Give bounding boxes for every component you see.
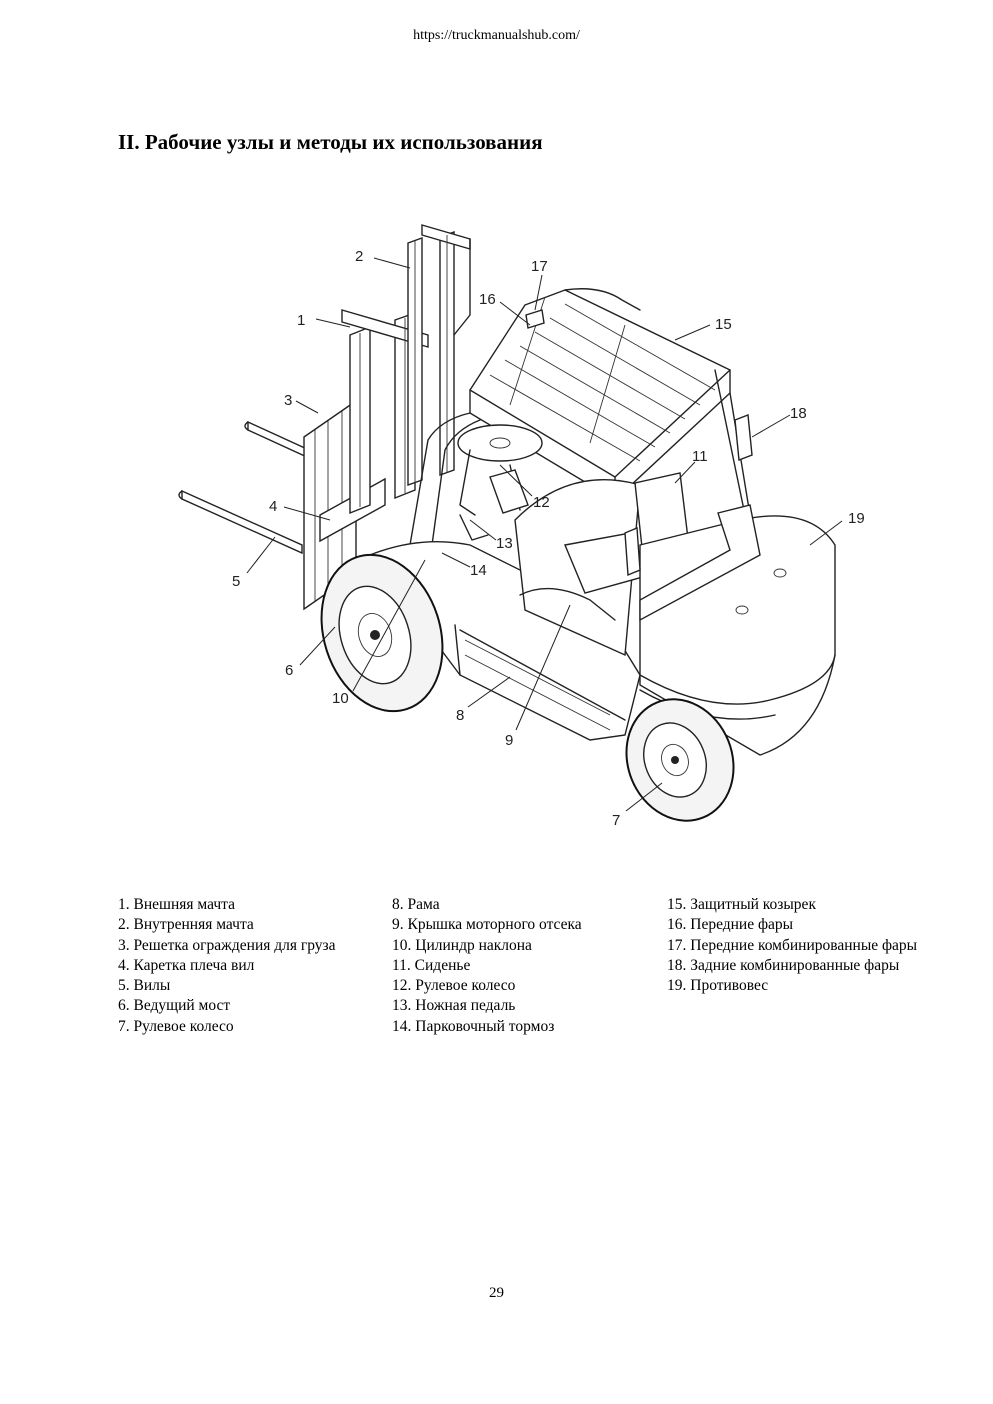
callout-12: 12 xyxy=(533,494,550,511)
callout-19: 19 xyxy=(848,510,865,527)
section-title: II. Рабочие узлы и методы их использован… xyxy=(118,130,543,154)
callout-8: 8 xyxy=(456,707,464,724)
callout-15: 15 xyxy=(715,316,732,333)
legend-item: 1. Внешняя мачта xyxy=(118,896,235,913)
callout-16: 16 xyxy=(479,291,496,308)
callout-11: 11 xyxy=(692,448,708,465)
callout-10: 10 xyxy=(332,690,349,707)
front-drive-wheel xyxy=(320,553,444,713)
legend-column-1: 1. Внешняя мачта 2. Внутренняя мачта 3. … xyxy=(118,895,373,1037)
legend-item: 12. Рулевое колесо xyxy=(392,977,516,995)
legend-item: 18. Задние комбинированные фары xyxy=(667,956,900,974)
legend-item: 10. Цилиндр наклона xyxy=(392,936,532,954)
callout-17: 17 xyxy=(531,258,548,275)
leader-lines xyxy=(246,257,843,812)
legend-item: 15. Защитный козырек xyxy=(667,896,816,913)
legend-column-3: 15. Защитный козырек 16. Передние фары 1… xyxy=(667,895,922,996)
inner-mast xyxy=(407,224,471,486)
legend-item: 13. Ножная педаль xyxy=(392,997,516,1015)
callout-5: 5 xyxy=(232,573,240,590)
legend-item: 4. Каретка плеча вил xyxy=(118,956,255,974)
steering-assembly xyxy=(457,424,543,541)
lights xyxy=(525,309,753,577)
body-frame xyxy=(368,540,641,741)
legend-item: 9. Крышка моторного отсека xyxy=(392,916,582,934)
legend-item: 17. Передние комбинированные фары xyxy=(667,936,918,954)
legend-column-2: 8. Рама 9. Крышка моторного отсека 10. Ц… xyxy=(392,895,657,1037)
source-url: https://truckmanualshub.com/ xyxy=(413,28,580,43)
counterweight xyxy=(639,504,836,756)
callout-7: 7 xyxy=(612,812,620,829)
legend-item: 6. Ведущий мост xyxy=(118,997,231,1015)
callout-9: 9 xyxy=(505,732,513,749)
callout-2: 2 xyxy=(355,248,363,265)
legend-item: 7. Рулевое колесо xyxy=(118,1017,234,1035)
callout-14: 14 xyxy=(470,562,487,579)
page-number: 29 xyxy=(489,1285,504,1301)
callout-3: 3 xyxy=(284,392,292,409)
legend-item: 3. Решетка ограждения для груза xyxy=(118,936,336,954)
forklift-drawing: 1 2 3 4 5 6 7 8 9 10 11 12 13 14 15 16 1… xyxy=(178,224,865,829)
forks xyxy=(178,420,321,555)
callout-13: 13 xyxy=(496,535,513,552)
legend-item: 2. Внутренняя мачта xyxy=(118,916,254,934)
forklift-diagram: 1 2 3 4 5 6 7 8 9 10 11 12 13 14 15 16 1… xyxy=(170,215,870,845)
callout-18: 18 xyxy=(790,405,807,422)
legend-item: 11. Сиденье xyxy=(392,956,471,974)
legend-item: 14. Парковочный тормоз xyxy=(392,1017,555,1035)
legend-item: 5. Вилы xyxy=(118,977,171,995)
legend-item: 19. Противовес xyxy=(667,977,769,995)
legend-item: 16. Передние фары xyxy=(667,916,794,934)
legend-item: 8. Рама xyxy=(392,896,440,913)
callout-labels: 1 2 3 4 5 6 7 8 9 10 11 12 13 14 15 16 1… xyxy=(232,248,865,829)
callout-6: 6 xyxy=(285,662,293,679)
callout-4: 4 xyxy=(269,498,277,515)
callout-1: 1 xyxy=(297,312,305,329)
